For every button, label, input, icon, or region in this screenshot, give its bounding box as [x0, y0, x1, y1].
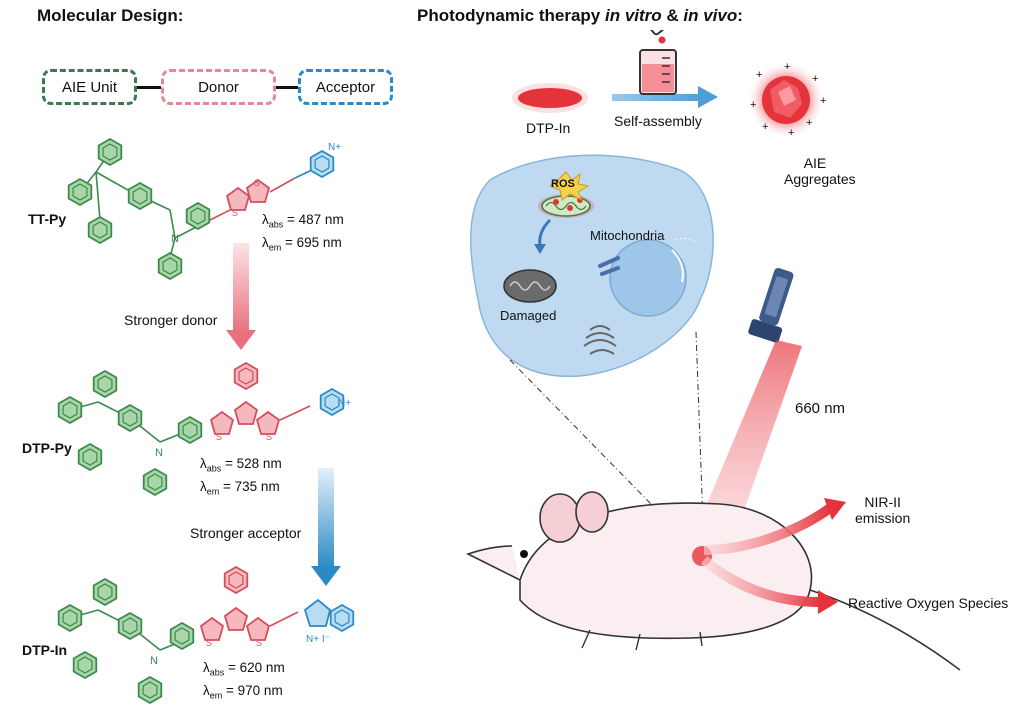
connector-2 — [276, 86, 298, 89]
dtp-in-em: 970 nm — [237, 682, 283, 698]
svg-text:+: + — [820, 95, 826, 107]
svg-text:+: + — [762, 121, 768, 133]
dtp-in-glow — [518, 88, 582, 108]
tt-py-properties: λabs = 487 nm λem = 695 nm — [262, 212, 344, 253]
svg-text:S: S — [254, 178, 260, 188]
svg-text:N: N — [171, 233, 179, 245]
mouse-icon — [465, 491, 961, 671]
dtp-in-properties: λabs = 620 nm λem = 970 nm — [203, 660, 285, 701]
svg-text:N+: N+ — [328, 142, 341, 153]
svg-text:S: S — [206, 638, 212, 648]
cell-body — [470, 154, 714, 378]
flashlight-icon — [748, 267, 794, 343]
svg-text:+: + — [788, 127, 794, 139]
dtp-py-properties: λabs = 528 nm λem = 735 nm — [200, 456, 282, 497]
molecules-graphic: N S S N+ N S S N+ — [57, 138, 355, 704]
svg-text:S: S — [216, 432, 222, 442]
aie-unit-box: AIE Unit — [42, 69, 137, 105]
svg-text:N: N — [150, 655, 158, 667]
mitochondria-icon — [538, 194, 594, 218]
dtp-py-structure: N S S N+ — [57, 362, 351, 496]
left-title: Molecular Design: — [37, 6, 184, 25]
ros-species-label: Reactive Oxygen Species — [848, 595, 1009, 611]
tt-py-structure: N S S N+ — [67, 138, 341, 280]
svg-text:N: N — [155, 447, 163, 459]
right-title: Photodynamic therapy in vitro & in vivo: — [417, 6, 743, 25]
svg-text:+: + — [750, 99, 756, 111]
damaged-label: Damaged — [500, 308, 557, 323]
donor-box: Donor — [161, 69, 276, 105]
svg-text:S: S — [256, 638, 262, 648]
compound-name-dtp-in: DTP-In — [22, 642, 68, 658]
dtp-py-abs: 528 nm — [236, 456, 282, 471]
mitochondria-label: Mitochondria — [590, 228, 665, 243]
svg-text:N+ I⁻: N+ I⁻ — [306, 634, 330, 645]
therapy-graphic: + + + + + + + + ROS — [465, 30, 961, 671]
svg-text:+: + — [756, 69, 762, 81]
stronger-donor-label: Stronger donor — [124, 312, 218, 328]
beaker-icon — [639, 30, 677, 95]
svg-text:+: + — [806, 117, 812, 129]
compound-name-dtp-py: DTP-Py — [22, 440, 72, 456]
ros-arrow — [700, 556, 821, 607]
laser-beam — [690, 340, 802, 550]
acceptor-box: Acceptor — [298, 69, 393, 105]
aie-aggregate: + + + + + + + + — [748, 61, 826, 139]
svg-text:S: S — [266, 432, 272, 442]
stronger-acceptor-label: Stronger acceptor — [190, 525, 302, 541]
svg-text:S: S — [232, 208, 238, 218]
dtp-py-em: 735 nm — [234, 478, 280, 494]
self-assembly-arrow — [612, 94, 702, 101]
nir-arrow — [703, 503, 833, 555]
dtp-in-structure: N S S N+ I⁻ — [57, 566, 355, 704]
ros-label: ROS — [551, 178, 575, 190]
svg-text:N+: N+ — [338, 398, 351, 409]
tt-py-em: 695 nm — [296, 234, 342, 250]
svg-text:+: + — [812, 73, 818, 85]
damaged-mitochondria-icon — [503, 269, 557, 303]
laser-wavelength-label: 660 nm — [795, 400, 846, 417]
dtp-in-abs: 620 nm — [239, 660, 285, 675]
connector-1 — [137, 86, 161, 89]
compound-name-tt-py: TT-Py — [28, 211, 67, 227]
dtp-in-label: DTP-In — [526, 120, 571, 136]
svg-text:+: + — [784, 61, 790, 73]
self-assembly-label: Self-assembly — [614, 113, 702, 129]
tt-py-abs: 487 nm — [298, 212, 344, 227]
